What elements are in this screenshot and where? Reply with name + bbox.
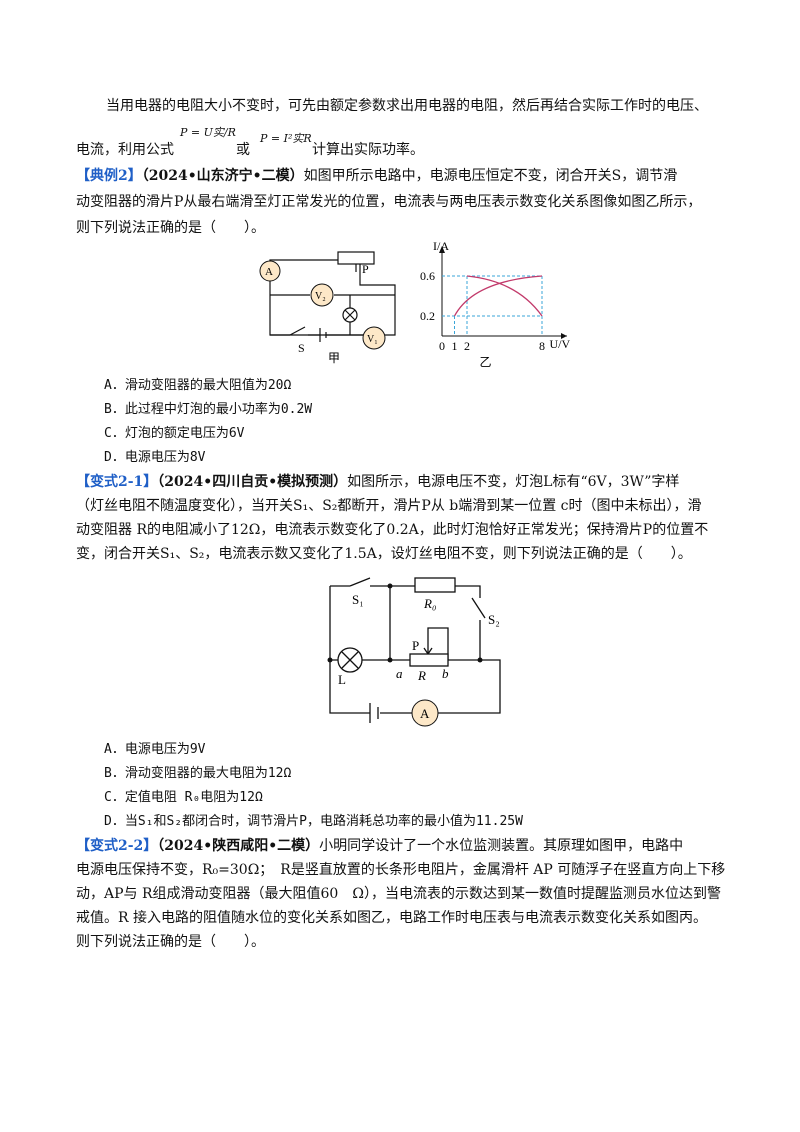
v21-option-d: D．当S₁和S₂都闭合时，调节滑片P，电路消耗总功率的最小值为11.25W — [104, 814, 523, 829]
v21-line-1: 【变式2-1】（2024•四川自贡•模拟预测）如图所示，电源电压不变，灯泡L标有… — [76, 472, 736, 492]
circuit-v21-lamp-label: L — [338, 672, 346, 687]
circuit-a-v2-label: V₂ — [315, 291, 326, 302]
intro-line-2: 电流，利用公式 — [76, 140, 736, 160]
v21-text-1: 如图所示，电源电压不变，灯泡L标有“6V，3W”字样 — [347, 474, 680, 490]
v22-line-2: 电源电压保持不变，R₀=30Ω； R是竖直放置的长条形电阻片，金属滑杆 AP 可… — [76, 862, 726, 878]
intro-text-or: 或 — [236, 142, 250, 158]
circuit-v21-end-a-label: a — [396, 666, 403, 681]
circuit-v21-r-label: R — [417, 668, 426, 683]
v22-line-3: 动，AP与 R组成滑动变阻器（最大阻值60 Ω），当电流表的示数达到某一数值时提… — [76, 886, 721, 902]
circuit-a-v1-label: V₁ — [367, 334, 378, 345]
circuit-v21-s1-label: S₁ — [352, 592, 364, 607]
v21-option-c: C．定值电阻 R₀电阻为12Ω — [104, 790, 263, 805]
ex2-option-c: C．灯泡的额定电压为6V — [104, 426, 245, 441]
circuit-v21-ammeter-label: A — [420, 706, 430, 721]
series-line-1 — [466, 275, 543, 317]
ex2-option-a: A．滑动变阻器的最大阻值为20Ω — [104, 378, 292, 393]
v22-line-5: 则下列说法正确的是（ ）。 — [76, 934, 265, 950]
v22-line-4: 戒值。R 接入电路的阻值随水位的变化关系如图乙，电路工作时电压表与电流表示数变化… — [76, 910, 707, 926]
v22-line-1: 【变式2-2】（2024•陕西咸阳•二模）小明同学设计了一个水位监测装置。其原理… — [76, 836, 736, 856]
v21-line-4: 变，闭合开关S₁、S₂，电流表示数又变化了1.5A，设灯丝电阻不变，则下列说法正… — [76, 546, 692, 562]
x-axis-arrow — [561, 333, 567, 339]
formula-2: P = I²实R — [260, 132, 312, 145]
circuit-a-slider-label: P — [362, 262, 369, 276]
x-axis-label: U/V — [550, 337, 571, 351]
formula-1: P = U实/R — [180, 126, 236, 139]
ex2-line-2: 动变阻器的滑片P从最右端滑至灯正常发光的位置，电流表与两电压表示数变化关系图像如… — [76, 194, 702, 210]
circuit-v21-slider-label: P — [412, 638, 419, 653]
x-tick-0: 0 — [439, 339, 445, 353]
circuit-a-diagram: A V₂ V₁ P S 甲 — [259, 251, 396, 365]
intro-text-a: 电流，利用公式 — [76, 142, 174, 158]
x-tick-8: 8 — [539, 339, 545, 353]
x-tick-2: 2 — [464, 339, 470, 353]
figure-b-caption: 乙 — [480, 355, 492, 369]
ex2-option-b: B．此过程中灯泡的最小功率为0.2W — [104, 402, 313, 417]
circuit-v21-s2-label: S₂ — [488, 612, 500, 627]
v21-tag: 【变式2-1】 — [76, 474, 158, 490]
v22-text-1: 小明同学设计了一个水位监测装置。其原理如图甲，电路中 — [319, 838, 684, 854]
v21-source: （2024•四川自贡•模拟预测） — [157, 474, 348, 490]
circuit-a-switch-label: S — [298, 341, 305, 355]
series-line-0 — [453, 275, 543, 317]
circuit-v21-end-b-label: b — [442, 666, 449, 681]
v22-source: （2024•陕西咸阳•二模） — [157, 838, 320, 854]
v22-tag: 【变式2-2】 — [76, 838, 158, 854]
figure-a-caption: 甲 — [328, 351, 340, 365]
v21-line-3: 动变阻器 R的电阻减小了12Ω，电流表示数变化了0.2A，此时灯泡恰好正常发光；… — [76, 522, 709, 538]
y-axis-arrow — [439, 246, 445, 253]
y-tick-0.2: 0.2 — [420, 309, 435, 323]
v21-line-2: （灯丝电阻不随温度变化），当开关S₁、S₂都断开，滑片P从 b端滑到某一位置 c… — [76, 498, 702, 514]
intro-text-c: 计算出实际功率。 — [312, 142, 424, 158]
y-axis-label: I/A — [433, 239, 449, 253]
circuit-v21-r0-label: R₀ — [423, 596, 436, 611]
v21-option-b: B．滑动变阻器的最大电阻为12Ω — [104, 766, 292, 781]
ex2-text-1: 如图甲所示电路中，电源电压恒定不变，闭合开关S，调节滑 — [303, 168, 678, 184]
ex2-tag: 【典例2】 — [76, 168, 142, 184]
v21-option-a: A．电源电压为9V — [104, 742, 206, 757]
circuit-a-ammeter-label: A — [265, 266, 273, 278]
ex2-option-d: D．电源电压为8V — [104, 450, 206, 465]
ex2-line-3: 则下列说法正确的是（ ）。 — [76, 220, 265, 236]
ex2-source: （2024•山东济宁•二模） — [141, 168, 304, 184]
x-tick-1: 1 — [452, 339, 458, 353]
circuit-v21-diagram: S₁ R₀ S₂ P L a R b A — [327, 577, 501, 727]
ex2-line-1: 【典例2】（2024•山东济宁•二模）如图甲所示电路中，电源电压恒定不变，闭合开… — [76, 166, 736, 186]
y-tick-0.6: 0.6 — [420, 269, 435, 283]
intro-line-1: 当用电器的电阻大小不变时，可先由额定参数求出用电器的电阻，然后再结合实际工作时的… — [106, 98, 708, 114]
